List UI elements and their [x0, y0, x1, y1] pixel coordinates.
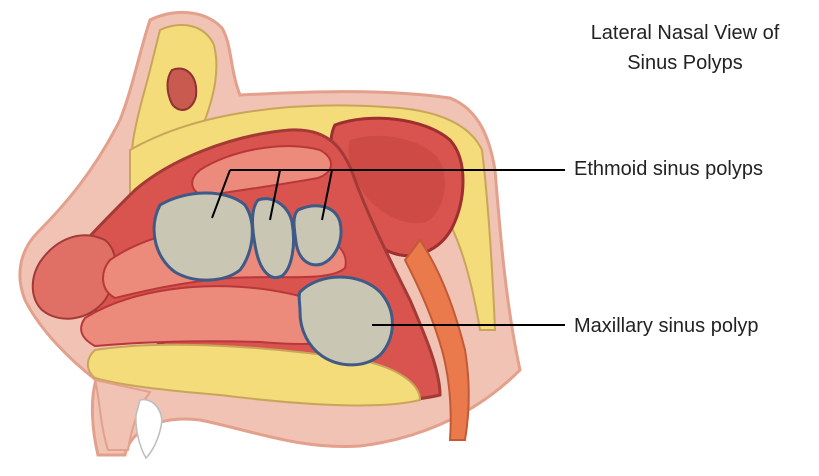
maxillary-polyp-label: Maxillary sinus polyp: [574, 315, 759, 338]
frontal-sinus: [168, 68, 197, 110]
incisor-tooth: [136, 400, 162, 458]
ethmoid-polyp-large: [154, 193, 252, 280]
diagram-title-line-2: Sinus Polyps: [560, 52, 810, 75]
ethmoid-polyps-label: Ethmoid sinus polyps: [574, 158, 763, 181]
ethmoid-polyp-small: [294, 206, 341, 265]
diagram-title-line-1: Lateral Nasal View of: [560, 22, 810, 45]
